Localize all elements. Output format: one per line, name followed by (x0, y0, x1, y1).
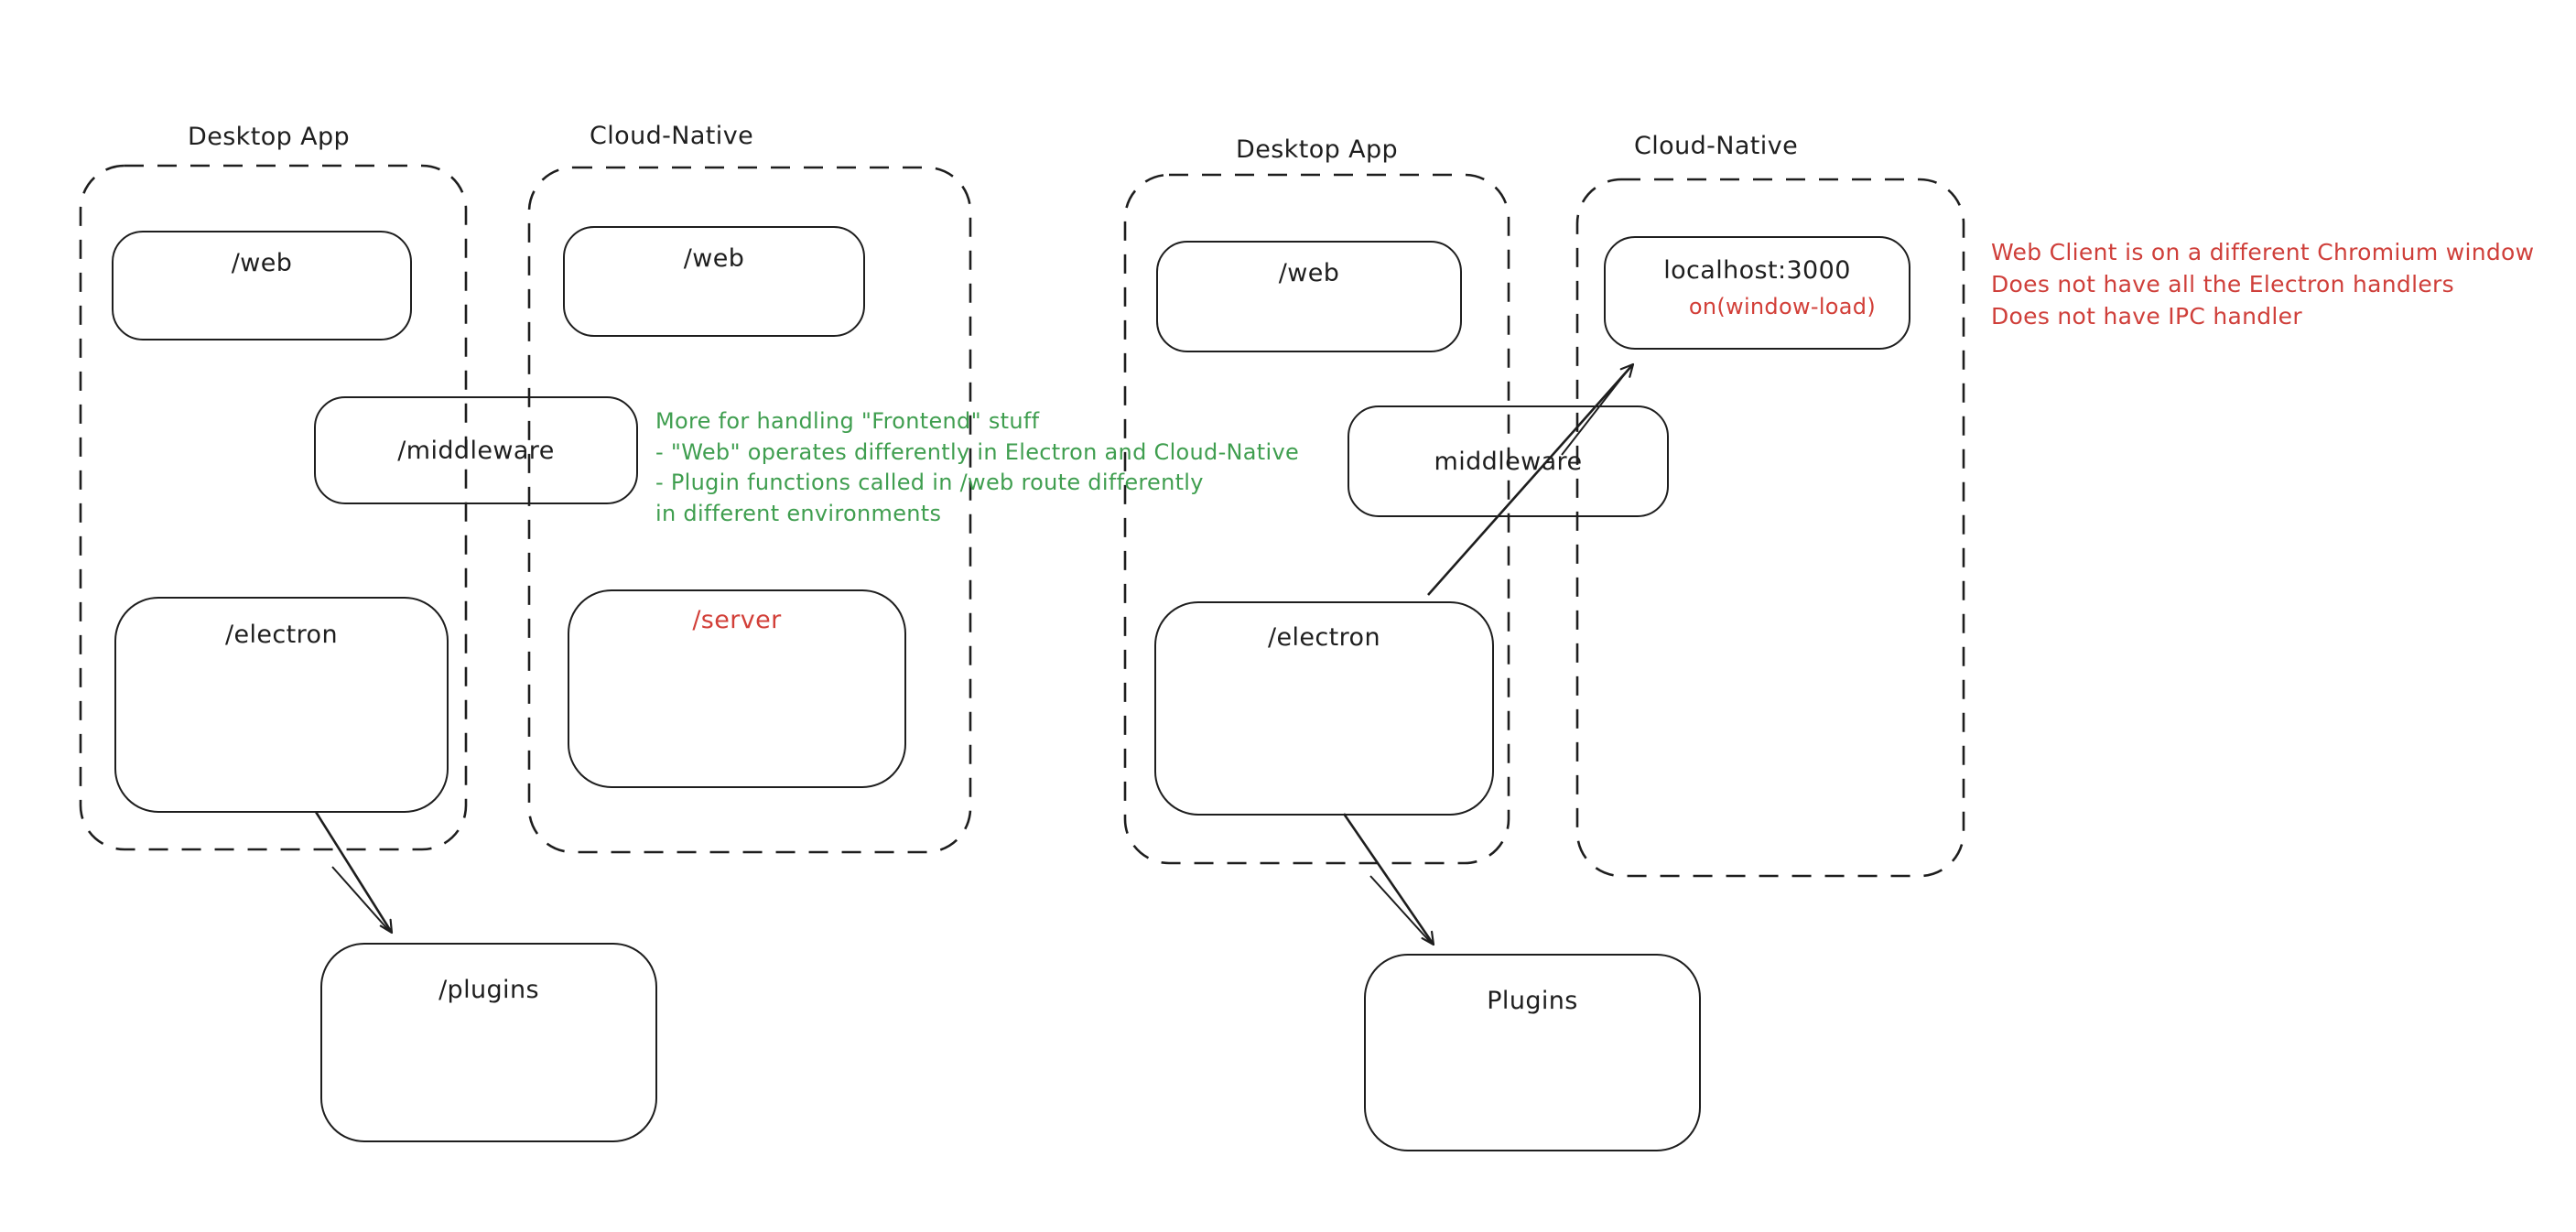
node-label: /middleware (397, 436, 555, 465)
arrow-electron-to-localhost (1427, 362, 1635, 596)
node-localhost: localhost:3000 on(window-load) (1604, 236, 1910, 350)
node-web-desktop-left: /web (112, 231, 412, 340)
note-line: Web Client is on a different Chromium wi… (1991, 239, 2535, 265)
note-line: Does not have all the Electron handlers (1991, 271, 2454, 297)
node-electron-right: /electron (1154, 601, 1494, 816)
cloud-native-group-right (1575, 178, 1965, 878)
node-label: /web (683, 244, 745, 273)
note-line: More for handling "Frontend" stuff (655, 408, 1040, 434)
arrow-sketch-stroke (331, 866, 391, 933)
node-server: /server (568, 589, 906, 788)
note-line: - "Web" operates differently in Electron… (655, 438, 1300, 465)
node-label: Plugins (1487, 987, 1578, 1015)
node-plugins-left: /plugins (320, 943, 657, 1142)
node-web-desktop-right: /web (1156, 241, 1462, 352)
node-label: /plugins (438, 976, 539, 1004)
arrow-electron-to-plugins-left (314, 811, 394, 935)
node-web-cloud-left: /web (563, 226, 865, 337)
node-label: /server (692, 606, 782, 634)
group-label-desktop-left: Desktop App (188, 123, 351, 151)
window-load-label: on(window-load) (1688, 294, 1876, 319)
node-electron-left: /electron (114, 597, 449, 813)
arrow-sketch-stroke (1369, 875, 1433, 945)
desktop-app-group-right (1123, 173, 1510, 865)
note-line: in different environments (655, 500, 942, 526)
desktop-app-group-left (79, 164, 468, 851)
note-red: Web Client is on a different Chromium wi… (1991, 236, 2534, 332)
node-label: /electron (1268, 623, 1380, 652)
group-label-cloud-right: Cloud-Native (1634, 132, 1799, 160)
note-line: Does not have IPC handler (1991, 303, 2302, 330)
node-label: middleware (1434, 447, 1583, 476)
node-plugins-right: Plugins (1364, 954, 1701, 1151)
node-middleware-left: /middleware (314, 396, 638, 504)
group-label-desktop-right: Desktop App (1236, 135, 1399, 164)
node-middleware-right: middleware (1348, 405, 1669, 517)
node-label: localhost:3000 (1663, 256, 1851, 285)
node-label: /web (1278, 259, 1340, 287)
note-green: More for handling "Frontend" stuff - "We… (655, 406, 1299, 529)
note-line: - Plugin functions called in /web route … (655, 470, 1204, 495)
node-label: /electron (225, 621, 338, 649)
group-label-cloud-left: Cloud-Native (590, 122, 754, 150)
arrow-electron-to-plugins-right (1342, 813, 1435, 946)
cloud-native-group-left (527, 166, 972, 854)
arrow-sketch-stroke (1561, 367, 1630, 456)
node-label: /web (231, 249, 293, 277)
